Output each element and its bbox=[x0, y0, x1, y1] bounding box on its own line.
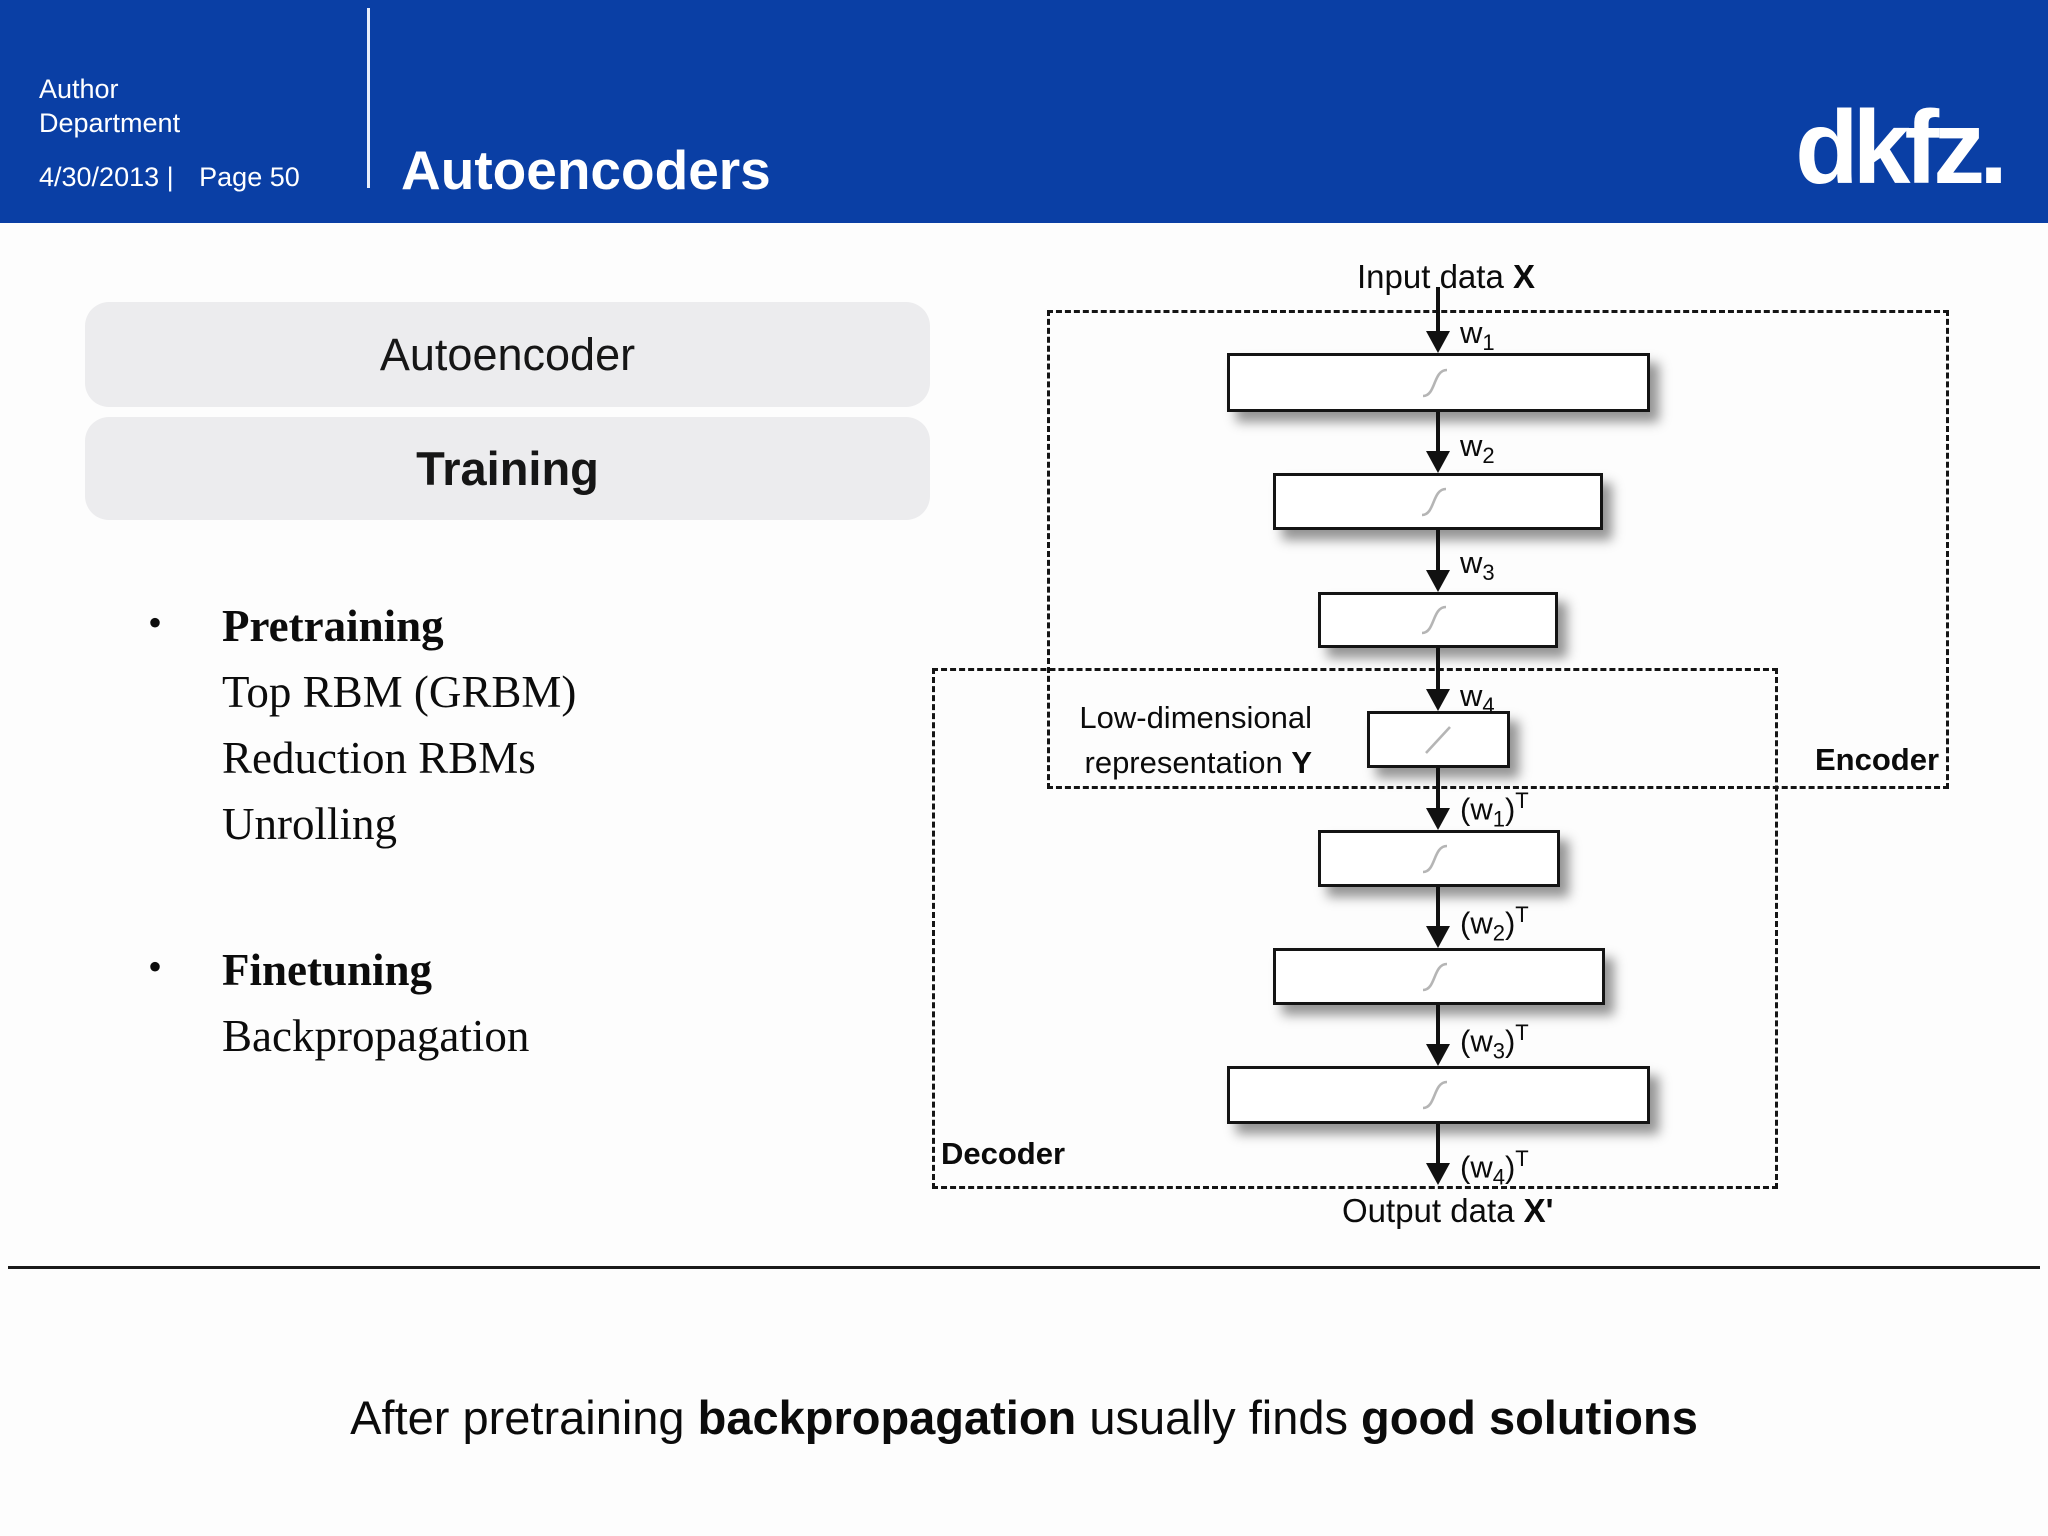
date-page-line: 4/30/2013 | Page 50 bbox=[39, 160, 300, 194]
layer-box bbox=[1273, 948, 1605, 1005]
flow-arrow-stem bbox=[1436, 530, 1440, 574]
arrow-down-icon bbox=[1426, 1044, 1450, 1066]
sigmoid-activation-icon bbox=[1422, 1080, 1447, 1110]
header-divider bbox=[367, 8, 370, 188]
footer-text-segment: After pretraining bbox=[350, 1391, 698, 1444]
topic-box-label: Training bbox=[416, 442, 599, 495]
arrow-down-icon bbox=[1426, 808, 1450, 830]
decoder-label: Decoder bbox=[941, 1136, 1066, 1171]
bullet-line: Unrolling bbox=[222, 799, 397, 849]
bullet-line: Backpropagation bbox=[222, 1011, 530, 1061]
flow-arrow-stem bbox=[1436, 768, 1440, 812]
author-text: Author bbox=[39, 74, 119, 104]
linear-activation-icon bbox=[1424, 725, 1451, 754]
arrow-down-icon bbox=[1426, 570, 1450, 592]
weight-label: (w1)T bbox=[1460, 788, 1529, 832]
weight-label: w3 bbox=[1460, 545, 1495, 586]
encoder-dashed-box bbox=[1047, 310, 1949, 789]
arrow-down-icon bbox=[1426, 1163, 1450, 1185]
arrow-down-icon bbox=[1426, 926, 1450, 948]
sigmoid-activation-icon bbox=[1422, 844, 1448, 873]
bullet-line: Pretraining bbox=[222, 601, 444, 651]
sigmoid-activation-icon bbox=[1422, 368, 1447, 397]
footer-text-segment: backpropagation bbox=[697, 1391, 1077, 1444]
flow-arrow-stem bbox=[1436, 648, 1440, 693]
bullet-line: Reduction RBMs bbox=[222, 733, 536, 783]
topic-box-label: Autoencoder bbox=[379, 328, 636, 380]
weight-label: (w3)T bbox=[1460, 1020, 1529, 1064]
footer-text-segment: usually finds bbox=[1076, 1391, 1362, 1444]
bullet-dot-icon: • bbox=[148, 600, 163, 645]
page-title: Autoencoders bbox=[401, 139, 771, 201]
weight-label: w1 bbox=[1460, 315, 1495, 356]
footer-separator bbox=[8, 1266, 2040, 1269]
department-text: Department bbox=[39, 108, 181, 138]
page-number: Page 50 bbox=[199, 162, 300, 192]
author-line: Author Department bbox=[39, 72, 180, 140]
sigmoid-activation-icon bbox=[1422, 962, 1448, 991]
arrow-down-icon bbox=[1426, 331, 1450, 353]
weight-label: w4 bbox=[1460, 678, 1495, 719]
topic-box-autoencoder: Autoencoder bbox=[85, 302, 930, 407]
layer-box bbox=[1273, 473, 1603, 530]
sigmoid-activation-icon bbox=[1421, 487, 1447, 516]
flow-arrow-stem bbox=[1436, 287, 1440, 335]
bullet-dot-icon: • bbox=[148, 944, 163, 989]
weight-label: (w4)T bbox=[1460, 1146, 1529, 1190]
layer-box bbox=[1318, 592, 1558, 648]
layer-box bbox=[1227, 353, 1650, 412]
bullet-line: Top RBM (GRBM) bbox=[222, 667, 577, 717]
input-data-label: Input data X bbox=[1357, 258, 1535, 295]
flow-arrow-stem bbox=[1436, 887, 1440, 930]
decoder-dashed-box bbox=[932, 668, 1778, 1189]
layer-box bbox=[1227, 1066, 1650, 1124]
output-data-label: Output data X' bbox=[1342, 1192, 1554, 1229]
date-text: 4/30/2013 | bbox=[39, 162, 174, 192]
sigmoid-activation-icon bbox=[1421, 605, 1447, 635]
weight-label: w2 bbox=[1460, 428, 1495, 469]
weight-label: (w2)T bbox=[1460, 902, 1529, 946]
footer-statement: After pretraining backpropagation usuall… bbox=[0, 1390, 2048, 1445]
encoder-label: Encoder bbox=[1815, 742, 1940, 777]
flow-arrow-stem bbox=[1436, 1005, 1440, 1048]
footer-text-segment: good solutions bbox=[1361, 1391, 1698, 1444]
layer-box bbox=[1318, 830, 1560, 887]
arrow-down-icon bbox=[1426, 689, 1450, 711]
header-bar: Author Department 4/30/2013 | Page 50 Au… bbox=[0, 0, 2048, 223]
topic-box-training: Training bbox=[85, 417, 930, 520]
bullet-line: Finetuning bbox=[222, 945, 433, 995]
flow-arrow-stem bbox=[1436, 1124, 1440, 1167]
layer-box bbox=[1367, 711, 1510, 768]
flow-arrow-stem bbox=[1436, 412, 1440, 455]
dkfz-logo: dkfz. bbox=[1795, 90, 2008, 206]
arrow-down-icon bbox=[1426, 451, 1450, 473]
low-dim-representation-label: Low-dimensional representation Y bbox=[1079, 700, 1312, 780]
